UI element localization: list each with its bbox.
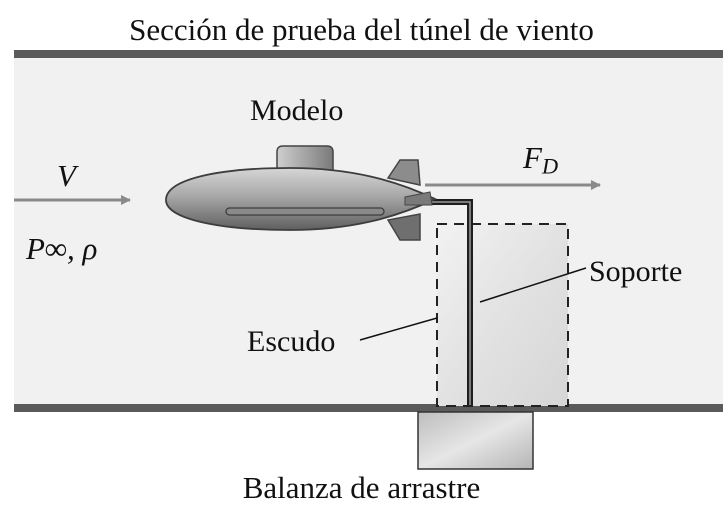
drag-force-symbol: F — [523, 140, 542, 175]
drag-force-subscript: D — [541, 153, 559, 179]
shield-enclosure — [436, 223, 569, 407]
submarine-model — [165, 145, 438, 241]
freestream-conditions-label: P∞, ρ — [26, 231, 98, 266]
shield-leader-line — [359, 317, 438, 341]
tunnel-top-wall — [14, 50, 723, 58]
hull-slot — [225, 207, 385, 216]
drag-force-label: FD — [523, 142, 558, 178]
tail-fin-upper — [386, 159, 421, 186]
model-label: Modelo — [250, 94, 344, 127]
diagram-title: Sección de prueba del túnel de viento — [129, 12, 594, 47]
side-fin — [404, 191, 433, 206]
tail-fin-lower — [386, 213, 421, 241]
shield-label: Escudo — [247, 325, 336, 358]
tunnel-test-section — [14, 56, 723, 408]
drag-balance-label: Balanza de arrastre — [242, 470, 481, 505]
support-label: Soporte — [589, 255, 683, 288]
drag-balance-block — [417, 411, 534, 470]
velocity-label: V — [57, 158, 76, 193]
support-leader-line — [479, 267, 587, 303]
tunnel-bottom-wall — [14, 404, 723, 412]
